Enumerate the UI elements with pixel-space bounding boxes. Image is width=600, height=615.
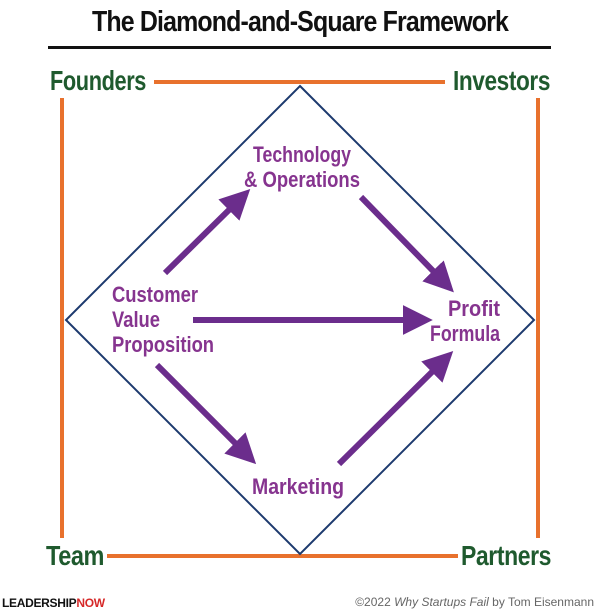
leadership-now-logo: LEADERSHIPNOW [2,596,105,612]
corner-label-investors: Investors [453,65,550,96]
corner-label-founders: Founders [50,65,146,96]
corner-label-team: Team [46,540,104,571]
arrow-customer-to-technology [162,188,251,276]
corner-label-partners: Partners [461,540,551,571]
node-customer-line1: Customer [112,282,198,307]
title-underline [48,46,551,49]
copyright-credit: ©2022 Why Startups Fail by Tom Eisenmann [355,595,594,609]
credit-book-title: Why Startups Fail [394,595,489,609]
arrow-technology-to-profit [358,194,454,293]
arrow-customer-to-marketing [154,362,257,465]
logo-text-leadership: LEADERSHIP [2,596,77,610]
node-marketing: Marketing [252,474,344,499]
credit-author: by Tom Eisenmann [492,595,594,609]
node-technology-line2: & Operations [244,167,360,192]
logo-text-now: NOW [76,596,105,610]
diamond-shape [64,84,536,556]
diagram-title: The Diamond-and-Square Framework [92,6,509,38]
node-profit-line2: Formula [430,321,501,346]
arrow-marketing-to-profit [336,350,454,467]
credit-year: ©2022 [355,595,391,609]
node-customer-line3: Proposition [112,332,214,357]
node-technology-line1: Technology [253,142,352,167]
node-profit-line1: Profit [448,296,501,321]
node-customer-line2: Value [112,307,160,332]
